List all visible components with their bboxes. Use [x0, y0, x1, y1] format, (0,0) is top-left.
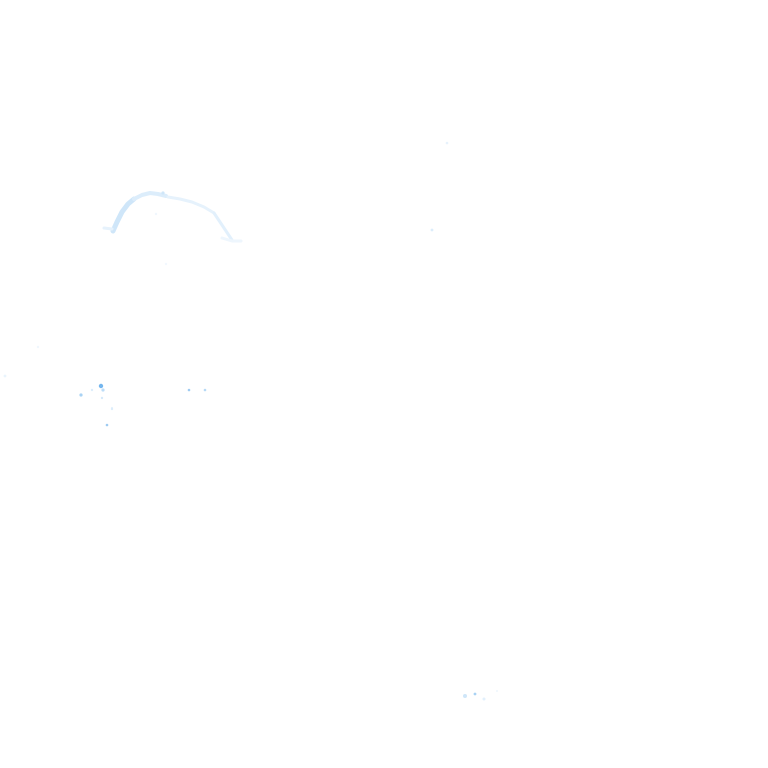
speck-mid-right-a [187, 388, 191, 392]
speck-top-right-upper [445, 141, 449, 145]
speck-inner-arc [154, 212, 158, 216]
arc-stroke-crown [132, 191, 168, 201]
ink-speck-group [3, 141, 499, 701]
speck-left-edge-lower [3, 374, 7, 378]
arc-stroke-right-tail [220, 236, 243, 243]
speck-bottom-mark-c [482, 697, 486, 701]
speck-top-right-lower [430, 228, 434, 232]
arc-stroke-right-limb [212, 211, 234, 242]
speck-mid-right-b [203, 388, 207, 392]
speck-crown-highlight [161, 191, 165, 195]
speck-arc-interior [164, 262, 168, 266]
ink-stroke-group [102, 191, 243, 243]
speck-cluster-far-left [79, 393, 83, 397]
speck-cluster-descender [105, 423, 109, 427]
speck-cluster-core-halo [101, 388, 105, 392]
arc-stroke-left-limb [110, 196, 137, 234]
speck-bottom-mark-d [495, 689, 499, 693]
speck-cluster-left [90, 388, 94, 392]
arc-stroke-right-shoulder [166, 195, 216, 215]
speck-cluster-core [98, 383, 104, 389]
speck-bottom-mark-a [463, 694, 467, 698]
arc-stroke-lower-left-tick [102, 226, 114, 231]
speck-bottom-mark-b [473, 692, 477, 696]
speck-lower-cluster [110, 407, 114, 411]
speck-left-edge-upper [36, 345, 40, 349]
speck-cluster-below [100, 396, 104, 400]
